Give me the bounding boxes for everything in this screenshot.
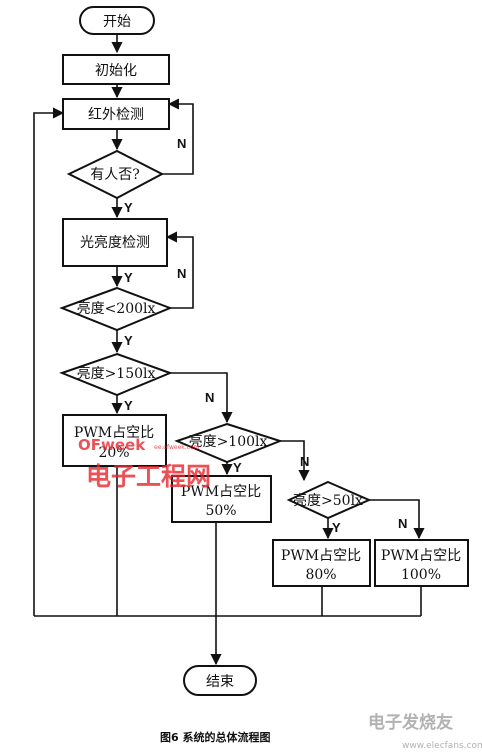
watermark-url: ee.ofweek.com xyxy=(154,444,200,451)
no-label-100: N xyxy=(300,454,309,469)
yes-label-light: Y xyxy=(124,270,133,285)
init-box-shape xyxy=(62,54,170,85)
edge-return-loop xyxy=(33,107,65,616)
node-cond-50: 亮度>50lx xyxy=(286,480,372,520)
cond-50-diamond-shape xyxy=(286,480,372,520)
yes-label-100: Y xyxy=(233,460,242,475)
end-terminal-shape xyxy=(183,665,257,696)
node-pwm-20: PWM占空比 20% xyxy=(62,414,167,467)
cond-50-label: 亮度>50lx xyxy=(293,492,363,509)
node-init: 初始化 xyxy=(62,54,170,85)
node-light-detect: 光亮度检测 xyxy=(62,218,168,267)
pwm-50-box-shape xyxy=(171,475,272,523)
watermark-overlay: OFweek ee.ofweek.com 电子工程网 电子发烧友 www.ele… xyxy=(78,436,482,751)
pwm-20-box-shape xyxy=(62,414,167,467)
cond-200-label: 亮度<200lx xyxy=(77,300,156,317)
no-label-200: N xyxy=(177,266,186,281)
pwm-100-box-shape xyxy=(374,539,469,587)
cond-150-diamond-shape xyxy=(59,352,173,397)
figure-caption: 图6 系统的总体流程图 xyxy=(160,730,270,744)
node-end: 结束 xyxy=(183,665,257,696)
edge-cond50-no xyxy=(369,499,425,540)
yes-label-50: Y xyxy=(332,520,341,535)
yes-label-200: Y xyxy=(124,333,133,348)
pwm-50-line1: PWM占空比 xyxy=(181,484,261,500)
watermark-corner-cn: 电子发烧友 xyxy=(368,712,453,733)
watermark-corner-url: www.elecfans.com xyxy=(402,741,482,751)
no-label-50: N xyxy=(398,516,407,531)
node-pwm-50: PWM占空比 50% xyxy=(171,475,272,523)
node-ir-detect: 红外检测 xyxy=(62,98,170,130)
start-label: 开始 xyxy=(103,14,131,30)
has-person-diamond-shape xyxy=(66,149,165,200)
start-terminal-shape xyxy=(79,6,155,35)
node-cond-100: 亮度>100lx xyxy=(174,422,283,464)
cond-200-diamond-shape xyxy=(59,286,173,332)
light-detect-label: 光亮度检测 xyxy=(80,234,150,251)
yes-label-150: Y xyxy=(124,398,133,413)
pwm-20-line2: 20% xyxy=(98,445,129,461)
ir-detect-box-shape xyxy=(62,98,170,130)
cond-100-label: 亮度>100lx xyxy=(189,433,268,450)
pwm-100-line1: PWM占空比 xyxy=(381,548,461,564)
edge-cond150-no xyxy=(170,372,233,424)
pwm-50-line2: 50% xyxy=(205,503,236,519)
flow-edges xyxy=(33,34,425,666)
edge-person-no-loop xyxy=(162,98,194,175)
no-label-person: N xyxy=(177,136,186,151)
edge-cond200-no-loop xyxy=(165,231,194,309)
yes-label-person: Y xyxy=(124,200,133,215)
node-has-person: 有人否? xyxy=(66,149,165,200)
node-pwm-80: PWM占空比 80% xyxy=(272,539,371,587)
ir-detect-label: 红外检测 xyxy=(88,107,144,123)
cond-150-label: 亮度>150lx xyxy=(77,365,156,382)
branch-labels: Y N Y N Y Y N Y N Y N xyxy=(124,136,407,535)
node-pwm-100: PWM占空比 100% xyxy=(374,539,469,587)
no-label-150: N xyxy=(205,390,214,405)
end-label: 结束 xyxy=(206,674,234,690)
has-person-label: 有人否? xyxy=(90,167,140,183)
edge-cond100-no xyxy=(280,440,310,482)
cond-100-diamond-shape xyxy=(174,422,283,464)
node-cond-150: 亮度>150lx xyxy=(59,352,173,397)
pwm-20-line1: PWM占空比 xyxy=(74,425,154,441)
init-label: 初始化 xyxy=(95,62,137,79)
pwm-80-box-shape xyxy=(272,539,371,587)
pwm-80-line1: PWM占空比 xyxy=(281,548,361,564)
light-detect-box-shape xyxy=(62,218,168,267)
watermark-site-cn: 电子工程网 xyxy=(86,462,211,491)
node-start: 开始 xyxy=(79,6,155,35)
pwm-100-line2: 100% xyxy=(401,567,441,583)
pwm-80-line2: 80% xyxy=(305,567,336,583)
node-cond-200: 亮度<200lx xyxy=(59,286,173,332)
watermark-brand: OFweek xyxy=(78,436,146,454)
